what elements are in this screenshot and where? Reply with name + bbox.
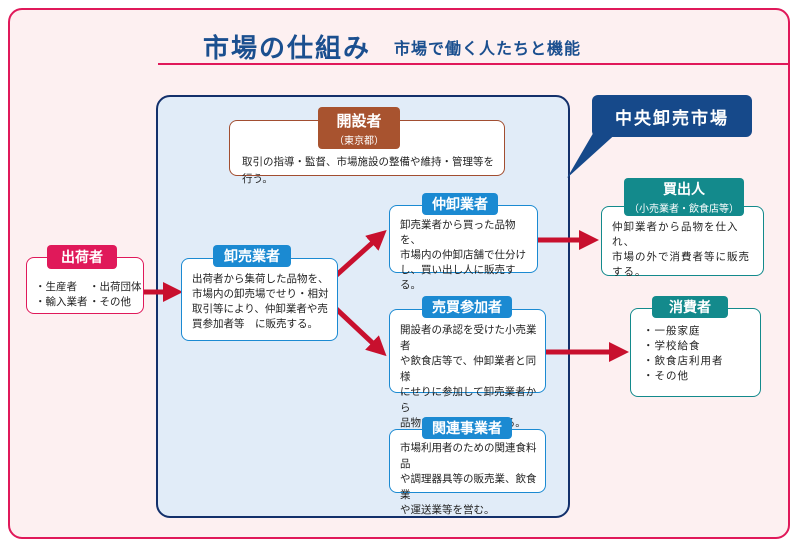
- text-line: にせりに参加して卸売業者から: [400, 386, 537, 414]
- kaidashinin-title: 買出人: [663, 182, 705, 198]
- text-line: する。: [612, 266, 647, 278]
- list-item: ・一般家庭: [643, 325, 701, 337]
- page-subtitle: 市場で働く人たちと機能: [394, 39, 582, 58]
- kaidashinin-subtitle: （小売業者・飲食店等）: [629, 204, 739, 215]
- list-item: ・生産者: [35, 281, 77, 293]
- title-divider: [158, 63, 788, 65]
- tag-kaidashinin: 買出人 （小売業者・飲食店等）: [624, 178, 744, 216]
- text-line: 市場利用者のための関連食料品: [400, 442, 537, 470]
- oroshiuri-title: 卸売業者: [224, 249, 280, 265]
- node-baibai: 開設者の承認を受けた小売業者 や飲食店等で、仲卸業者と同様 にせりに参加して卸売…: [389, 309, 546, 429]
- list-item: ・輸入業者: [35, 296, 88, 308]
- text-line: 買参加者等 に販売する。: [192, 318, 318, 330]
- baibai-title: 売買参加者: [432, 300, 502, 316]
- text-line: 市場内の仲卸店舗で仕分け: [400, 249, 526, 261]
- kaisetsusha-subtitle: （東京都）: [334, 135, 384, 147]
- text-line: 卸売業者から買った品物を、: [400, 219, 516, 246]
- text-line: や運送業等を営む。: [400, 504, 495, 516]
- shohisha-list: ・一般家庭 ・学校給食 ・飲食店利用者 ・その他: [643, 324, 754, 384]
- node-shohisha: ・一般家庭 ・学校給食 ・飲食店利用者 ・その他: [630, 308, 761, 397]
- text-line: や調理器具等の販売業、飲食業: [400, 473, 537, 501]
- text-line: 出荷者から集荷した品物を、: [192, 273, 329, 285]
- kanren-description: 市場利用者のための関連食料品 や調理器具等の販売業、飲食業 や運送業等を営む。: [400, 441, 539, 519]
- tag-kaisetsusha: 開設者 （東京都）: [318, 107, 400, 149]
- node-kanren: 市場利用者のための関連食料品 や調理器具等の販売業、飲食業 や運送業等を営む。: [389, 429, 546, 516]
- shukkasha-title: 出荷者: [61, 250, 103, 266]
- list-item: ・学校給食: [643, 340, 701, 352]
- text-line: し、買い出し人に販売する。: [400, 264, 516, 291]
- text-line: 市場の外で消費者等に販売: [612, 251, 750, 263]
- nakaoroshi-description: 卸売業者から買った品物を、 市場内の仲卸店舗で仕分け し、買い出し人に販売する。: [400, 218, 531, 293]
- text-line: 仲卸業者から品物を仕入れ、: [612, 221, 739, 248]
- header: 市場の仕組み 市場で働く人たちと機能: [158, 24, 788, 64]
- nakaoroshi-title: 仲卸業者: [432, 197, 488, 213]
- page-title: 市場の仕組み: [203, 34, 372, 64]
- kanren-title: 関連事業者: [432, 421, 502, 437]
- oroshiuri-description: 出荷者から集荷した品物を、 市場内の卸売場でせり・相対 取引等により、仲卸業者や…: [192, 272, 331, 332]
- kaidashinin-description: 仲卸業者から品物を仕入れ、 市場の外で消費者等に販売 する。: [612, 220, 757, 280]
- tag-oroshiuri: 卸売業者: [213, 245, 291, 267]
- text-line: 市場内の卸売場でせり・相対: [192, 288, 329, 300]
- shukkasha-list: ・生産者 ・出荷団体 ・輸入業者 ・その他: [35, 280, 142, 310]
- node-oroshiuri: 出荷者から集荷した品物を、 市場内の卸売場でせり・相対 取引等により、仲卸業者や…: [181, 258, 338, 341]
- tag-shohisha: 消費者: [652, 296, 728, 318]
- list-item: ・その他: [89, 296, 131, 308]
- kaisetsusha-title: 開設者: [336, 111, 382, 130]
- list-item: ・その他: [643, 370, 689, 382]
- tag-baibai: 売買参加者: [422, 296, 512, 318]
- market-callout: 中央卸売市場: [592, 95, 752, 137]
- list-item: ・出荷団体: [89, 281, 142, 293]
- tag-kanren: 関連事業者: [422, 417, 512, 439]
- text-line: 取引等により、仲卸業者や売: [192, 303, 328, 315]
- baibai-description: 開設者の承認を受けた小売業者 や飲食店等で、仲卸業者と同様 にせりに参加して卸売…: [400, 323, 539, 432]
- text-line: 開設者の承認を受けた小売業者: [400, 324, 537, 352]
- node-kaidashinin: 仲卸業者から品物を仕入れ、 市場の外で消費者等に販売 する。: [601, 206, 764, 278]
- kaisetsusha-description: 取引の指導・監督、市場施設の整備や維持・管理等を行う。: [242, 156, 494, 185]
- tag-nakaoroshi: 仲卸業者: [422, 193, 498, 215]
- text-line: や飲食店等で、仲卸業者と同様: [400, 355, 537, 383]
- list-item: ・飲食店利用者: [643, 355, 724, 367]
- tag-shukkasha: 出荷者: [47, 245, 117, 269]
- callout-tail: [567, 130, 620, 178]
- node-nakaoroshi: 卸売業者から買った品物を、 市場内の仲卸店舗で仕分け し、買い出し人に販売する。: [389, 205, 538, 291]
- shohisha-title: 消費者: [669, 300, 711, 316]
